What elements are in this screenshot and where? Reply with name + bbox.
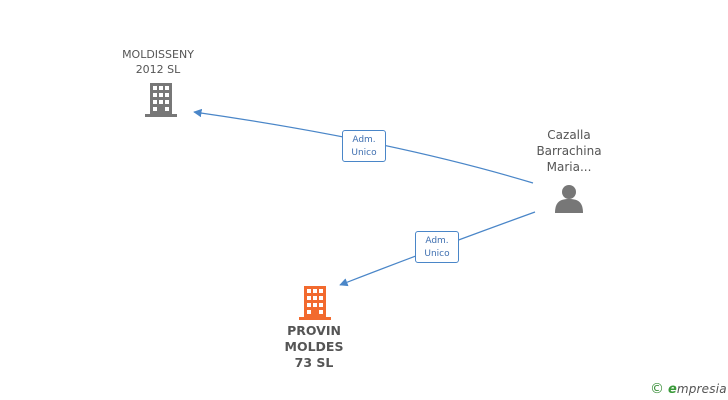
edge-label-line-2: Unico — [351, 148, 377, 158]
brand-logo: © empresia — [650, 380, 727, 398]
edge-label-line-1: Adm. — [425, 236, 449, 246]
company-name-line-2: 2012 SL — [135, 63, 181, 76]
edge-label-line-2: Unico — [424, 249, 450, 259]
company-name-line-1: PROVIN — [287, 323, 341, 338]
person-name-line-1: Cazalla — [547, 128, 591, 142]
company-label-moldisseny[interactable]: MOLDISSENY 2012 SL — [98, 47, 218, 77]
company-name-line-2: MOLDES — [284, 339, 344, 354]
person-name-line-2: Barrachina — [536, 144, 602, 158]
company-name-line-1: MOLDISSENY — [122, 48, 194, 61]
building-icon-highlighted[interactable] — [299, 286, 331, 320]
company-name-line-3: 73 SL — [294, 355, 334, 370]
brand-wordmark: empresia — [668, 382, 727, 397]
building-icon[interactable] — [145, 83, 177, 117]
person-name-line-3: Maria... — [546, 160, 592, 174]
person-label-cazalla[interactable]: Cazalla Barrachina Maria... — [510, 127, 628, 175]
edge-label-adm-unico-provin[interactable]: Adm. Unico — [415, 231, 459, 263]
person-icon[interactable] — [555, 185, 583, 213]
brand-word: mpresia — [676, 381, 727, 396]
edge-label-adm-unico-moldisseny[interactable]: Adm. Unico — [342, 130, 386, 162]
edge-label-line-1: Adm. — [352, 135, 376, 145]
brand-e: e — [668, 381, 677, 397]
copyright-icon: © — [650, 381, 664, 397]
company-label-provin[interactable]: PROVIN MOLDES 73 SL — [254, 323, 374, 371]
